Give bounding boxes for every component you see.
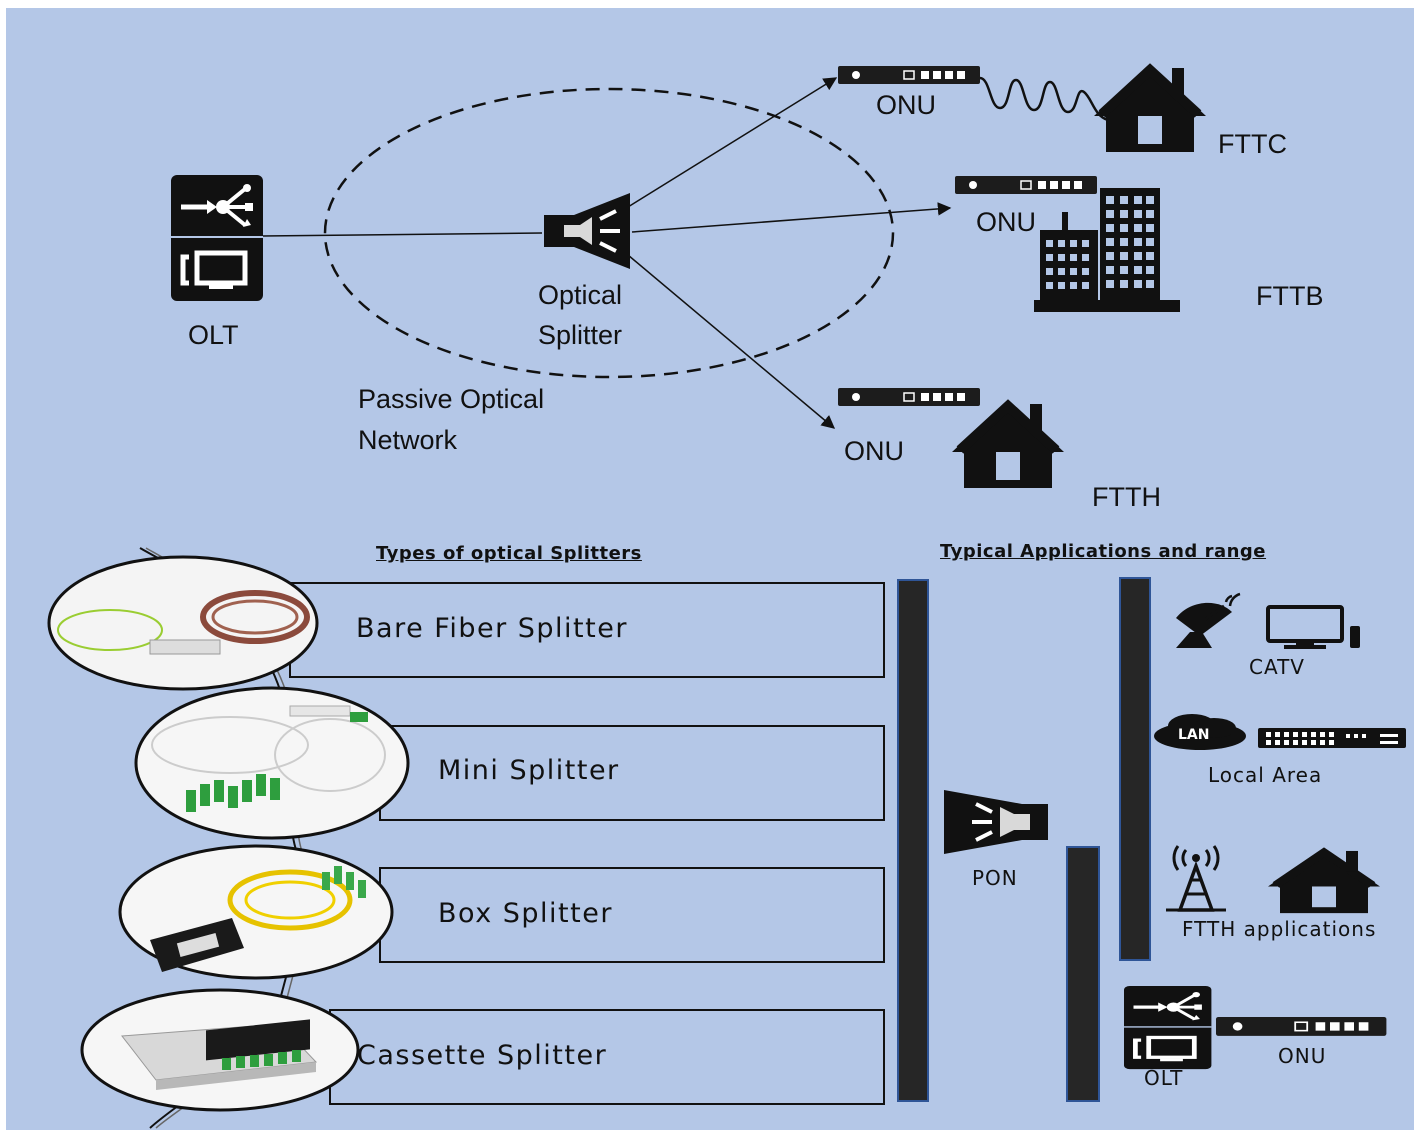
pon-label: PON [972, 866, 1018, 890]
splitter-type-label: Box Splitter [438, 898, 613, 929]
olt-label-small: OLT [1144, 1066, 1184, 1090]
splitter-type-label: Bare Fiber Splitter [356, 613, 628, 644]
splitter-label-line1: Optical [538, 280, 623, 310]
optical-splitter-icon [944, 790, 1048, 854]
mini-splitter-photo [134, 686, 410, 840]
onu-device-icon [837, 387, 981, 407]
bare-fiber-splitter-photo [47, 555, 319, 691]
pon-range-bar [897, 579, 929, 1102]
onu-label-ftth: ONU [844, 436, 904, 466]
olt-range-bar [1066, 846, 1100, 1102]
catv-label: CATV [1249, 655, 1305, 679]
network-switch-icon [1258, 728, 1406, 748]
ftth-applications-label: FTTH applications [1182, 917, 1377, 941]
splitter-type-label: Cassette Splitter [357, 1040, 608, 1071]
copper-cable-coil [979, 76, 1109, 122]
onu-device-icon [837, 65, 981, 85]
lan-badge: LAN [1178, 727, 1210, 743]
satellite-dish-icon [1176, 592, 1241, 648]
pon-boundary-ellipse [323, 87, 895, 379]
splitter-to-ftth-arrow [627, 254, 836, 429]
fttb-label: FTTB [1256, 281, 1324, 311]
radio-tower-icon [1166, 845, 1226, 912]
splitter-label-line2: Splitter [538, 320, 623, 350]
splitter-type-label: Mini Splitter [438, 755, 620, 786]
local-area-label: Local Area [1208, 763, 1323, 787]
onu-label-fttb: ONU [976, 207, 1036, 237]
pon-label-line1: Passive Optical [358, 384, 545, 414]
ftth-label: FTTH [1092, 482, 1161, 512]
cassette-splitter-photo [80, 988, 360, 1112]
onu-label-small: ONU [1278, 1044, 1327, 1068]
types-heading: Types of optical Splitters [376, 543, 642, 564]
onu-label-fttc: ONU [876, 90, 936, 120]
splitter-to-fttc-arrow [627, 77, 838, 208]
splitter-to-fttb-arrow [631, 202, 952, 233]
applications-heading: Typical Applications and range [940, 541, 1267, 562]
fttc-label: FTTC [1218, 129, 1287, 159]
box-splitter-photo [118, 844, 394, 980]
olt-icon [1124, 986, 1211, 1069]
pon-label-line2: Network [358, 425, 458, 455]
olt-label: OLT [188, 320, 239, 350]
tv-icon [1266, 605, 1360, 649]
onu-device-icon [1215, 1016, 1388, 1037]
building-icon [1034, 188, 1180, 312]
onu-device-icon [954, 175, 1098, 195]
lan-cloud-icon [1154, 714, 1246, 750]
application-range-bar [1119, 577, 1151, 961]
olt-icon [171, 175, 263, 301]
olt-to-splitter-fiber [261, 232, 543, 237]
